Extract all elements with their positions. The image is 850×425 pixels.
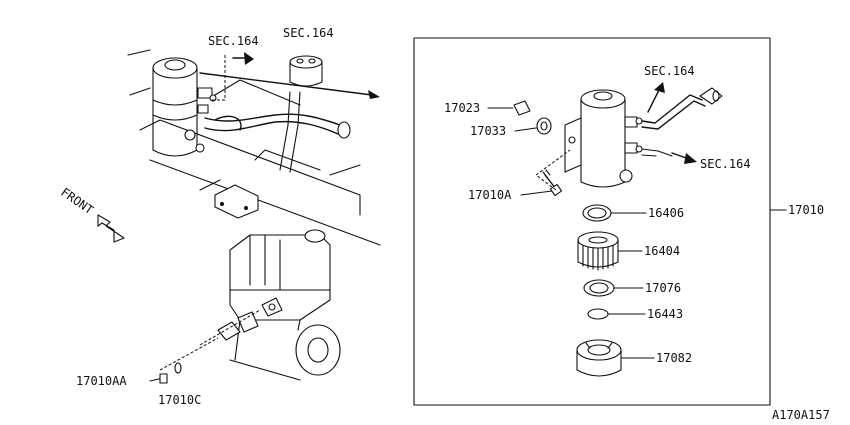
part-17010AA-label: 17010AA	[76, 374, 127, 388]
part-16404-filter-element	[577, 231, 619, 271]
part-17076-seal	[583, 279, 615, 297]
part-16443-label: 16443	[647, 307, 683, 321]
sec164-label-detail-top: SEC.164	[644, 64, 695, 78]
fuel-hoses	[204, 91, 351, 173]
part-17023-pin	[513, 100, 531, 116]
part-17010-label: 17010	[788, 203, 824, 217]
engine-block	[229, 229, 341, 381]
drawing-code: A170A157	[772, 408, 830, 422]
detail-pointer-arrowhead	[368, 90, 380, 99]
sec164-label-top-right: SEC.164	[283, 26, 334, 40]
part-17023-label: 17023	[444, 101, 480, 115]
part-16406-label: 16406	[648, 206, 684, 220]
part-17082-bottom-cap	[576, 339, 622, 377]
filter-bracket-assembly	[159, 297, 283, 371]
detail-pointer-line	[199, 72, 373, 96]
part-17076-label: 17076	[645, 281, 681, 295]
part-17010C-label: 17010C	[158, 393, 201, 407]
part-16406-seal-ring	[582, 204, 612, 222]
mounting-bracket	[214, 184, 259, 219]
part-16404-label: 16404	[644, 244, 680, 258]
part-16443-o-ring	[587, 308, 609, 320]
part-17033-label: 17033	[470, 124, 506, 138]
leader-lines	[487, 107, 787, 359]
washer-17010C	[174, 362, 182, 374]
part-17033-grommet	[536, 117, 552, 135]
sec164-label-top-left: SEC.164	[208, 34, 259, 48]
part-17010A-bolt	[535, 149, 571, 197]
sec164-arrow-up	[647, 87, 661, 113]
front-label: FRONT	[58, 185, 96, 217]
filter-housing-assembly	[564, 87, 723, 188]
front-direction-arrow	[97, 214, 125, 243]
fuel-filter-canister	[152, 57, 217, 157]
detail-frame	[413, 37, 771, 406]
part-17082-label: 17082	[656, 351, 692, 365]
part-17010A-label: 17010A	[468, 188, 512, 202]
sec164-canister	[289, 55, 323, 87]
bolt-17010AA	[149, 373, 168, 384]
engine-bay-illustration	[97, 49, 381, 384]
sec164-label-detail-right: SEC.164	[700, 157, 751, 171]
